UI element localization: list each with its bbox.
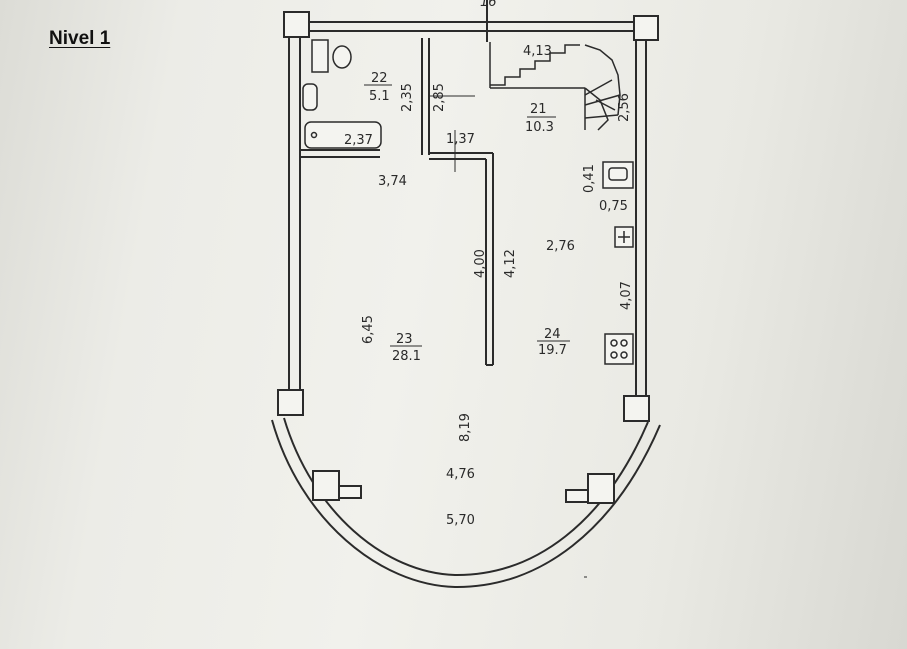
cooktop-icon xyxy=(604,333,634,365)
room-22-number: 22 xyxy=(371,71,388,86)
dim-bath-tub: 2,37 xyxy=(344,133,373,148)
dim-counter-041: 0,41 xyxy=(582,164,597,193)
room-23-number: 23 xyxy=(396,332,413,347)
dim-bath-h1: 2,35 xyxy=(400,83,415,112)
column-mid-right xyxy=(623,395,650,422)
dim-counter-075: 0,75 xyxy=(599,199,628,214)
room-24-area: 19.7 xyxy=(538,343,567,358)
dim-bath-h2: 2,85 xyxy=(432,83,447,112)
room-23-area: 28.1 xyxy=(392,349,421,364)
dim-partition-400: 4,00 xyxy=(473,249,488,278)
dim-bay-inner: 4,76 xyxy=(446,467,475,482)
dim-stair-width: 4,13 xyxy=(523,44,552,59)
column-bay-left xyxy=(312,470,340,501)
column-top-right xyxy=(633,15,659,41)
column-mid-left xyxy=(277,389,304,416)
toilet-tank-icon xyxy=(311,39,329,73)
kitchen-fixtures xyxy=(602,161,634,365)
room-21-area: 10.3 xyxy=(525,120,554,135)
bathroom-fixtures xyxy=(302,39,382,149)
dimension-lines xyxy=(364,84,587,578)
dim-left-wall: 6,45 xyxy=(361,315,376,344)
top-label: 16 xyxy=(480,0,497,10)
room-24-number: 24 xyxy=(544,327,561,342)
columns xyxy=(277,11,659,504)
dim-right-wall: 4,07 xyxy=(619,281,634,310)
dim-stair-depth: 2,56 xyxy=(617,93,632,122)
dim-corridor: 1,37 xyxy=(446,132,475,147)
level-title: Nivel 1 xyxy=(49,28,111,49)
bathtub-icon xyxy=(304,121,382,149)
sink-icon xyxy=(302,83,318,111)
dim-kitchen-width: 2,76 xyxy=(546,239,575,254)
dim-partition-412: 4,12 xyxy=(503,249,518,278)
dim-bay-outer: 5,70 xyxy=(446,513,475,528)
room-22-area: 5.1 xyxy=(369,89,390,104)
dim-total-depth: 8,19 xyxy=(458,413,473,442)
column-top-left xyxy=(283,11,310,38)
interior-walls xyxy=(300,0,494,366)
column-bay-right xyxy=(587,473,615,504)
dim-room23-width: 3,74 xyxy=(378,174,407,189)
toilet-icon xyxy=(332,45,352,69)
room-21-number: 21 xyxy=(530,102,547,117)
staircase xyxy=(489,42,621,131)
